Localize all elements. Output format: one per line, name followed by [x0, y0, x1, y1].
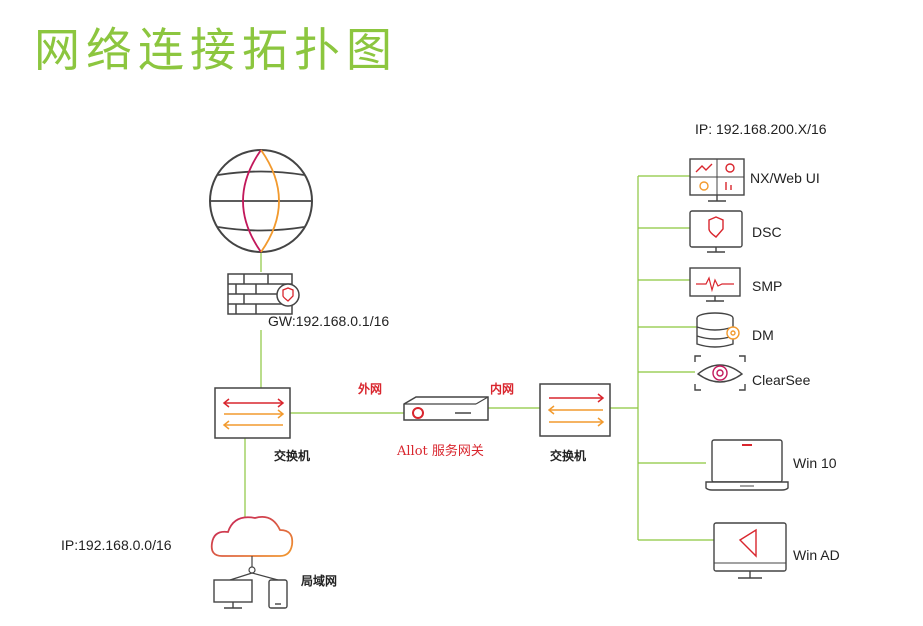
page-title: 网络连接拓扑图	[34, 23, 398, 77]
switch-left-icon	[214, 387, 291, 439]
device-label-smp: SMP	[752, 278, 783, 294]
firewall-icon	[227, 273, 300, 315]
gateway-label: Allot 服务网关	[397, 444, 484, 459]
cloud-icon	[210, 515, 294, 581]
shield-monitor-icon	[689, 210, 743, 253]
dashboard-monitor-icon	[689, 158, 745, 202]
switch-left-label: 交换机	[274, 449, 311, 463]
monitor-play-icon	[713, 522, 787, 579]
device-label-nx: NX/Web UI	[750, 170, 820, 186]
waveform-monitor-icon	[689, 267, 741, 302]
device-label-clearsee: ClearSee	[752, 372, 811, 388]
device-label-winad: Win AD	[793, 547, 840, 563]
switch-right-icon	[539, 383, 611, 437]
switch-right-label: 交换机	[550, 449, 587, 463]
lan-devices-icon	[213, 579, 288, 609]
database-gear-icon	[696, 312, 740, 348]
lan-in-label: 内网	[490, 382, 515, 396]
lan-label: 局域网	[301, 574, 338, 588]
right-ip-label: IP: 192.168.200.X/16	[695, 121, 827, 137]
wan-label: 外网	[358, 382, 383, 396]
eye-icon	[694, 355, 746, 391]
device-label-win10: Win 10	[793, 455, 837, 471]
lan-ip-label: IP:192.168.0.0/16	[61, 537, 172, 553]
device-label-dsc: DSC	[752, 224, 782, 240]
globe-icon	[209, 149, 313, 253]
device-label-dm: DM	[752, 327, 774, 343]
laptop-icon	[705, 439, 789, 491]
connection-lines	[244, 175, 714, 541]
gateway-ip-label: GW:192.168.0.1/16	[268, 313, 390, 329]
gateway-device-icon	[403, 396, 489, 421]
